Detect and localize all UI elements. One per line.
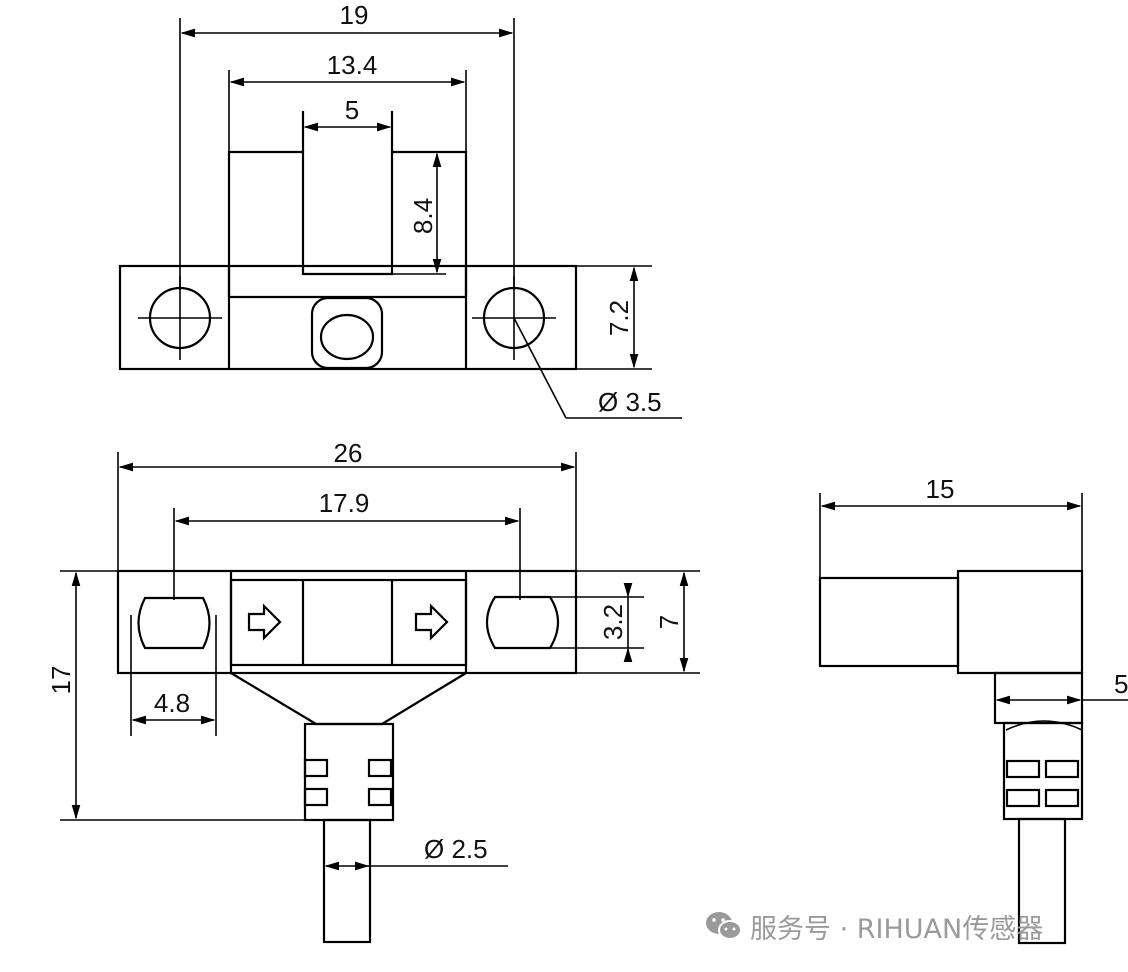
side-cable-boot <box>1002 721 1084 821</box>
side-body-right <box>956 569 1084 675</box>
dim-17-label: 17 <box>46 666 76 695</box>
top-view: 26 17.9 7 3.2 4.8 17 Ø 2.5 <box>46 438 700 944</box>
dim-5-label: 5 <box>345 95 359 125</box>
dim-13-4-label: 13.4 <box>327 50 378 80</box>
dim-26-label: 26 <box>334 438 363 468</box>
side-neck <box>993 671 1084 725</box>
top-neck-taper <box>230 672 467 726</box>
side-view: 15 5 <box>818 474 1128 945</box>
dim-7-label: 7 <box>654 615 684 629</box>
dim-8-4-label: 8.4 <box>408 198 438 234</box>
side-cable <box>1017 817 1067 945</box>
dim-cable-dia-label: Ø 2.5 <box>424 834 488 864</box>
watermark: 服务号 · RIHUAN传感器 <box>704 906 1043 946</box>
top-slot-left <box>137 596 211 650</box>
top-body-outline <box>116 569 578 675</box>
top-slot-right <box>485 595 560 650</box>
dim-15-label: 15 <box>926 474 955 504</box>
front-upper-blocks <box>227 150 468 297</box>
front-lens-outer <box>310 296 384 370</box>
dim-3-2-label: 3.2 <box>598 604 628 640</box>
front-view: 19 13.4 5 8.4 7.2 Ø 3.5 <box>118 0 682 419</box>
dim-hole-dia-label: Ø 3.5 <box>598 387 662 417</box>
dim-17-9-label: 17.9 <box>319 488 370 518</box>
top-cable <box>322 818 372 944</box>
wechat-icon <box>706 912 742 940</box>
dim-7-2-label: 7.2 <box>604 300 634 336</box>
arrow-right-icon <box>414 603 449 641</box>
watermark-text: 服务号 · RIHUAN传感器 <box>750 913 1044 945</box>
dim-4-8-label: 4.8 <box>154 688 190 718</box>
side-body-left <box>818 576 960 668</box>
dim-side-5-label: 5 <box>1114 669 1128 699</box>
dim-19-label: 19 <box>340 0 369 30</box>
arrow-right-icon <box>247 603 282 641</box>
front-lens-inner <box>319 313 375 361</box>
